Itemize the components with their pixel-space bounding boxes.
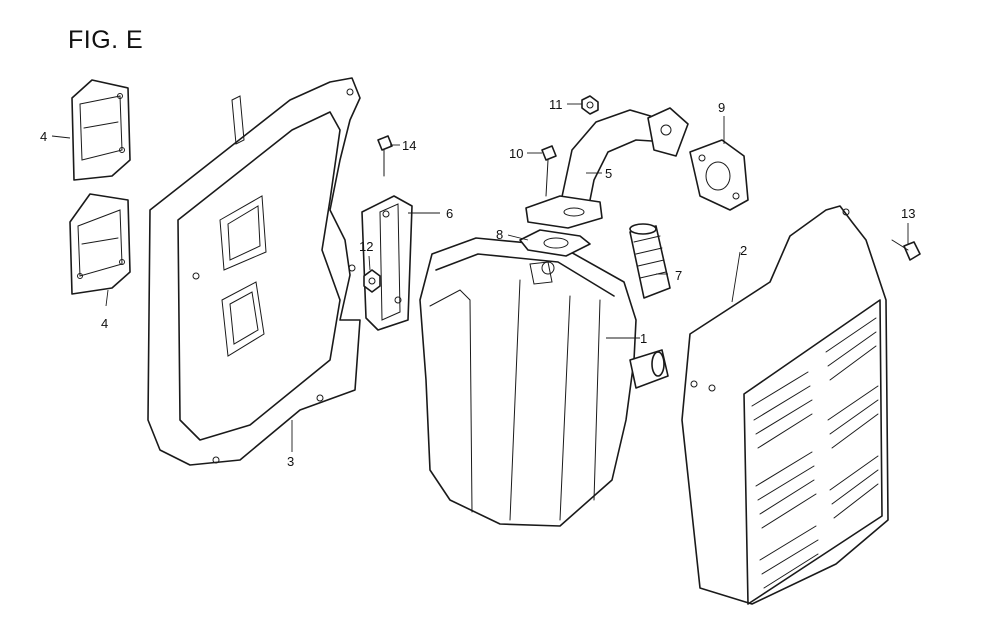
callout-9: 9 (718, 100, 725, 115)
part-13-bolt (891, 239, 921, 261)
part-11-nut (581, 95, 599, 115)
part-6-bracket (361, 195, 413, 331)
part-7-screen (629, 223, 671, 299)
callout-6: 6 (446, 206, 453, 221)
callout-7: 7 (675, 268, 682, 283)
part-2-muffler-cover (681, 205, 889, 605)
callout-11: 11 (549, 97, 563, 112)
callout-14: 14 (402, 138, 416, 153)
part-9-gasket (689, 139, 749, 211)
part-8-gasket (519, 229, 591, 257)
part-12-nut (363, 269, 381, 293)
part-10-bolt (541, 145, 557, 197)
callout-5: 5 (605, 166, 612, 181)
callout-12: 12 (359, 239, 373, 254)
part-1-muffler-body (419, 237, 669, 527)
callout-4-lower: 4 (101, 316, 108, 331)
callout-3: 3 (287, 454, 294, 469)
callout-4-upper: 4 (40, 129, 47, 144)
callout-10: 10 (509, 146, 523, 161)
callout-13: 13 (901, 206, 915, 221)
part-3-muffler-protector (147, 77, 361, 466)
part-14-bolt (377, 135, 393, 177)
callout-1: 1 (640, 331, 647, 346)
part-4-lower-plate (69, 193, 131, 295)
figure-title: FIG. E (68, 26, 144, 54)
callout-2: 2 (740, 243, 747, 258)
leader-lines (51, 103, 909, 452)
part-5-exhaust-pipe (525, 107, 689, 229)
callout-8: 8 (496, 227, 503, 242)
part-4-upper-plate (71, 79, 131, 181)
